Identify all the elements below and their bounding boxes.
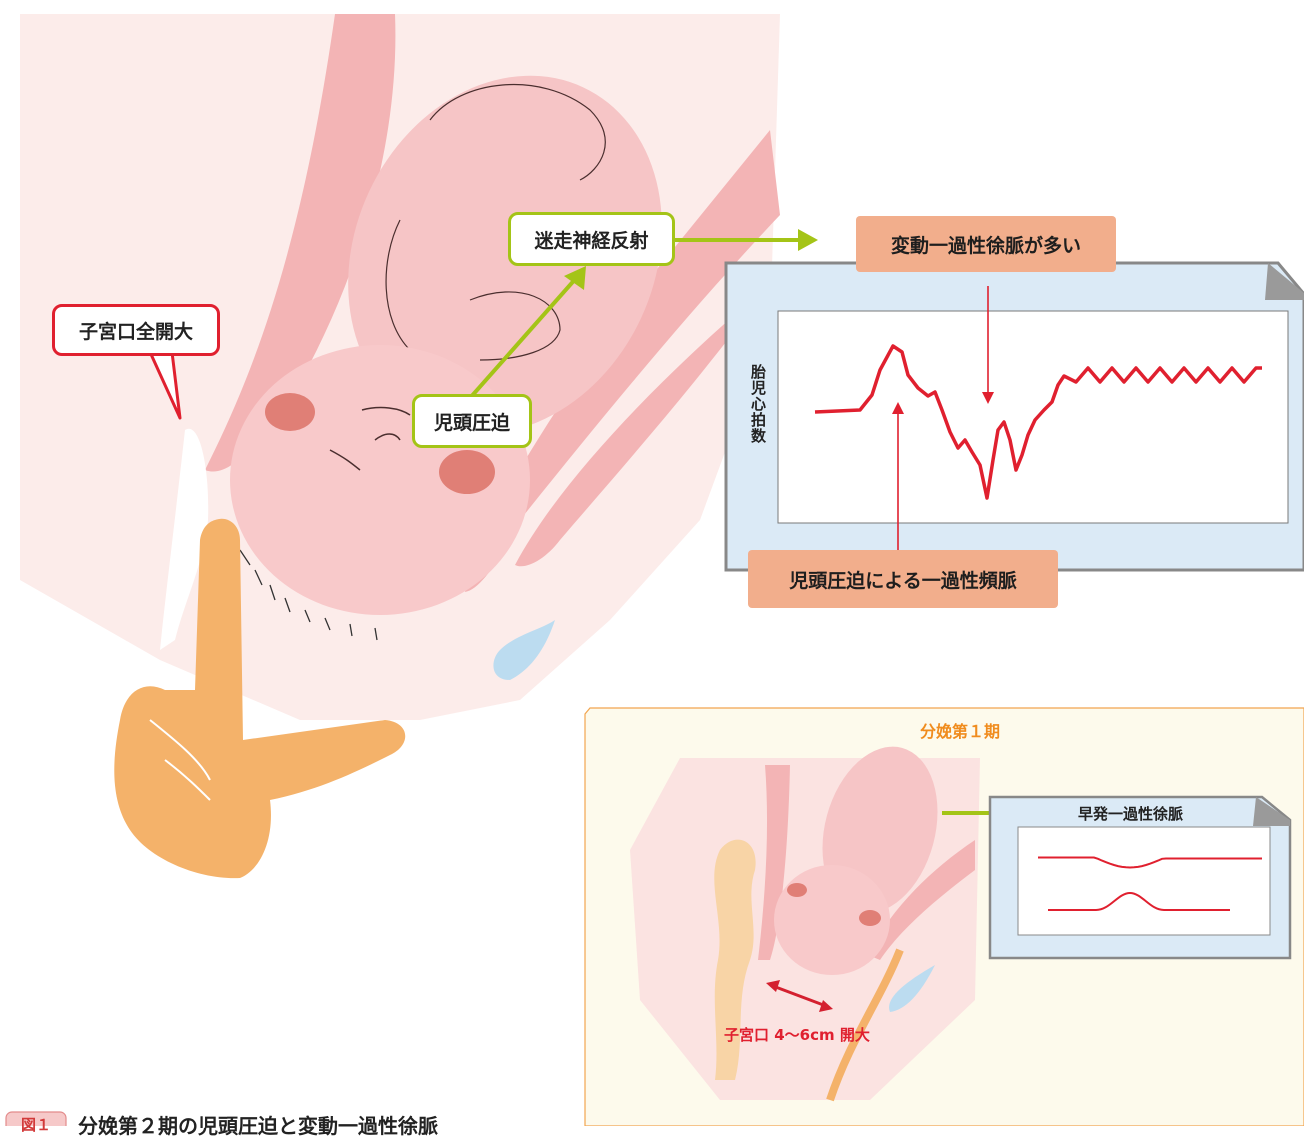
ear	[265, 393, 315, 431]
head-compression-label: 児頭圧迫	[412, 394, 532, 448]
inset-title: 分娩第１期	[880, 718, 1040, 742]
fhr-plot-area	[778, 311, 1288, 523]
inset-plot-area	[1018, 827, 1270, 935]
variable-decel-label: 変動一過性徐脈が多い	[856, 216, 1116, 272]
early-decel-label: 早発一過性徐脈	[1078, 803, 1183, 824]
cheek	[439, 450, 495, 494]
head-compression-accel-label: 児頭圧迫による一過性頻脈	[748, 550, 1058, 608]
cervix-dilation-label: 子宮口 4〜6cm 開大	[724, 1024, 870, 1045]
fhr-axis-label: 胎児心拍数	[748, 364, 769, 444]
cervix-full-dilation-label: 子宮口全開大	[52, 304, 220, 356]
inset-cheek	[859, 910, 881, 926]
figure-badge: 図１	[6, 1114, 66, 1135]
vagal-reflex-label: 迷走神経反射	[508, 212, 675, 266]
inset-ear	[787, 883, 807, 897]
figure-caption: 分娩第２期の児頭圧迫と変動一過性徐脈	[78, 1110, 438, 1139]
